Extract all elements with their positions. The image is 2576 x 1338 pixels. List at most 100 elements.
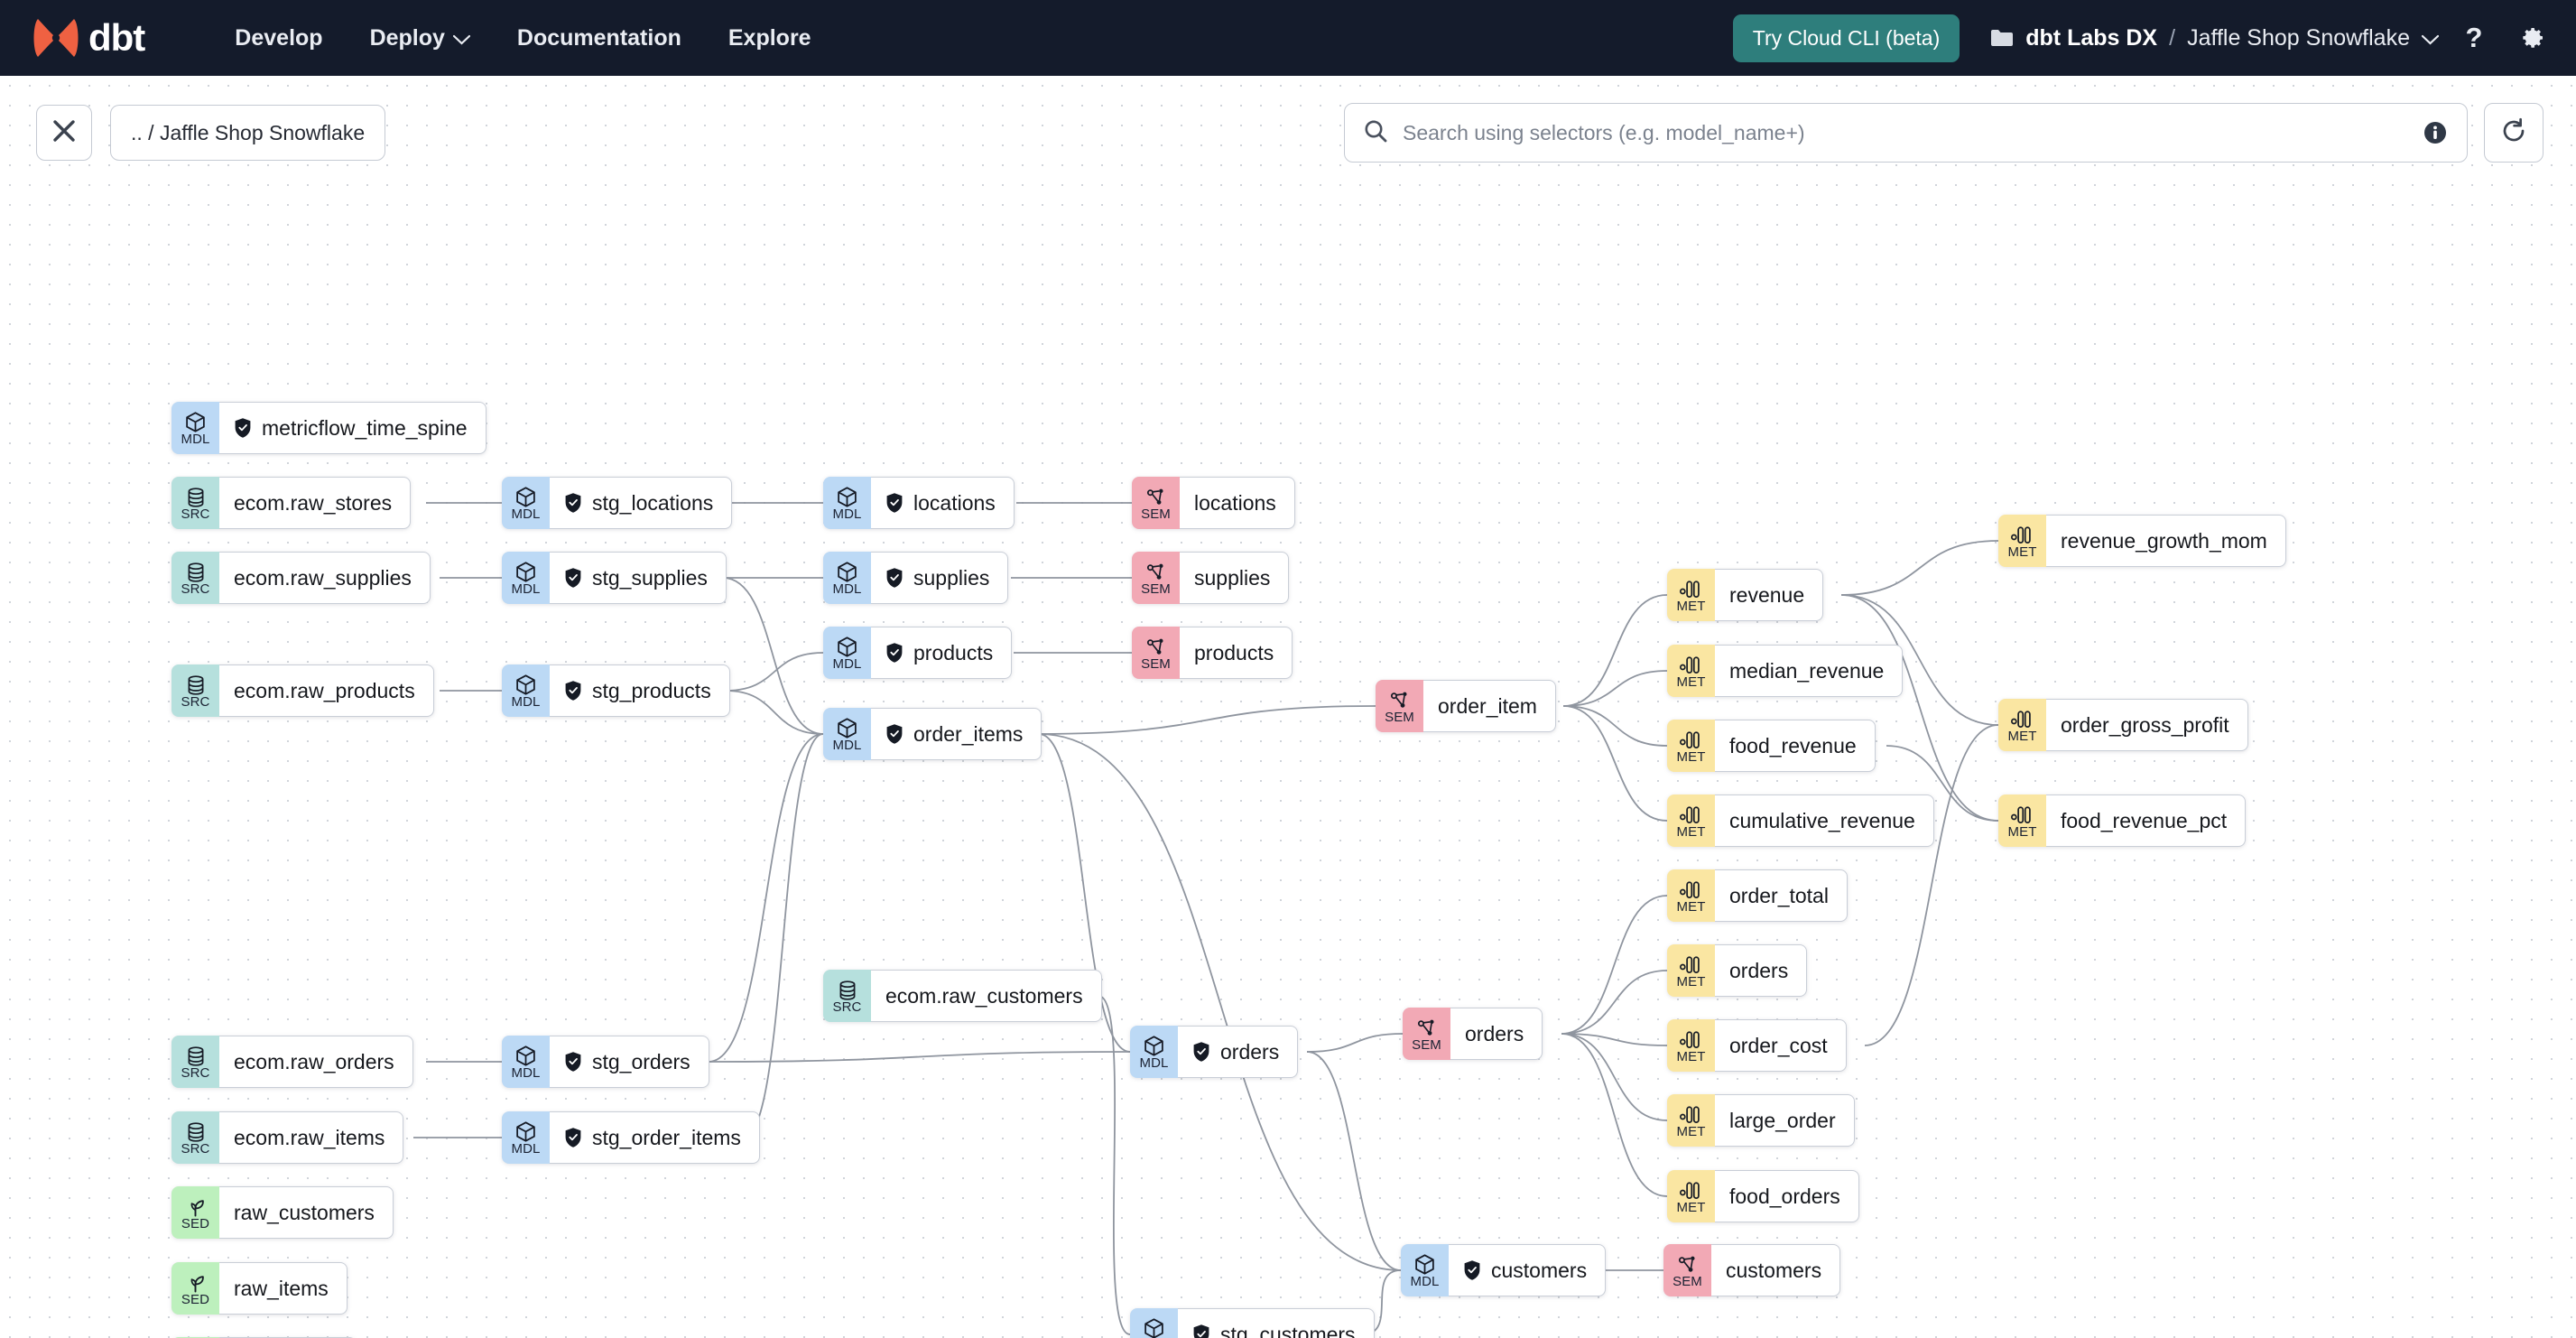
node-label: customers <box>1726 1258 1822 1282</box>
nav-link-documentation[interactable]: Documentation <box>494 25 705 51</box>
node-type-abbr: MDL <box>1139 1055 1169 1071</box>
shield-check-icon <box>1463 1259 1481 1281</box>
breadcrumb-org[interactable]: dbt Labs DX <box>2025 24 2158 51</box>
node-type-abbr: SEM <box>1141 506 1171 522</box>
node-type-badge-met: MET <box>1667 569 1715 621</box>
help-icon[interactable]: ? <box>2451 15 2497 60</box>
node-label-wrap: customers <box>1711 1244 1841 1296</box>
info-icon[interactable] <box>2422 119 2449 146</box>
node-label: stg_supplies <box>592 565 708 590</box>
shield-check-icon <box>564 492 582 514</box>
node-label-wrap: customers <box>1449 1244 1607 1296</box>
bar-chart-icon <box>1680 954 1702 975</box>
node-type-badge-mdl: MDL <box>823 627 871 679</box>
node-label: stg_customers <box>1220 1322 1356 1338</box>
bar-chart-icon <box>1680 1104 1702 1125</box>
network-icon <box>1415 1017 1438 1038</box>
node-type-abbr: MET <box>1676 1200 1706 1215</box>
node-label: median_revenue <box>1729 658 1885 683</box>
chevron-down-icon[interactable] <box>2421 25 2440 51</box>
database-icon <box>185 1045 207 1066</box>
graph-node-met_large_order[interactable]: MET large_order <box>1667 1094 1874 1147</box>
nav-link-deploy[interactable]: Deploy <box>347 25 494 51</box>
gear-icon[interactable] <box>2509 15 2554 60</box>
node-label: food_orders <box>1729 1184 1840 1208</box>
selector-search-box[interactable]: Search using selectors (e.g. model_name+… <box>1344 103 2468 163</box>
shield-check-icon <box>564 1127 582 1148</box>
node-label-wrap: order_total <box>1715 869 1848 922</box>
node-type-abbr: SRC <box>181 1065 210 1081</box>
lineage-edge <box>1098 995 1131 1335</box>
node-label: orders <box>1729 958 1789 982</box>
node-label: large_order <box>1729 1108 1836 1132</box>
node-type-badge-mdl: MDL <box>502 1111 550 1164</box>
node-type-badge-mdl: MDL <box>502 552 550 604</box>
graph-node-stg_supplies[interactable]: MDL stg_supplies <box>502 552 727 604</box>
database-icon <box>185 674 207 695</box>
graph-node-src_raw_orders[interactable]: SRC ecom.raw_orders <box>171 1036 426 1088</box>
account-project-breadcrumb[interactable]: dbt Labs DX / Jaffle Shop Snowflake <box>1990 24 2440 51</box>
graph-breadcrumb-button[interactable]: .. / Jaffle Shop Snowflake <box>110 105 386 161</box>
nav-link-documentation-label: Documentation <box>516 24 681 51</box>
node-label-wrap: ecom.raw_orders <box>219 1036 413 1088</box>
node-label: cumulative_revenue <box>1729 808 1915 832</box>
node-type-badge-met: MET <box>1667 944 1715 997</box>
node-label-wrap: locations <box>1180 477 1295 529</box>
search-input[interactable]: Search using selectors (e.g. model_name+… <box>1403 120 1805 144</box>
node-type-badge-met: MET <box>1998 515 2046 567</box>
folder-icon <box>1990 28 2014 48</box>
lineage-edge <box>1561 970 1668 1035</box>
breadcrumb-project[interactable]: Jaffle Shop Snowflake <box>2187 24 2410 51</box>
nav-link-develop[interactable]: Develop <box>211 25 346 51</box>
network-icon <box>1144 487 1167 507</box>
nav-link-explore[interactable]: Explore <box>705 25 835 51</box>
graph-node-met_orders[interactable]: MET orders <box>1667 944 1835 997</box>
dbt-logo[interactable]: dbt <box>31 15 145 60</box>
graph-node-sem_locations[interactable]: SEM locations <box>1132 477 1309 529</box>
try-cloud-cli-button[interactable]: Try Cloud CLI (beta) <box>1732 14 1960 62</box>
node-label-wrap: order_gross_profit <box>2046 699 2248 751</box>
node-type-badge-sed: SED <box>171 1262 219 1315</box>
close-button[interactable] <box>36 105 92 161</box>
cube-icon <box>514 1121 537 1142</box>
bar-chart-icon <box>1680 655 1702 675</box>
graph-node-met_food_orders[interactable]: MET food_orders <box>1667 1170 1876 1222</box>
node-type-badge-met: MET <box>1667 1094 1715 1147</box>
refresh-button[interactable] <box>2484 103 2544 163</box>
database-icon <box>185 1121 207 1142</box>
